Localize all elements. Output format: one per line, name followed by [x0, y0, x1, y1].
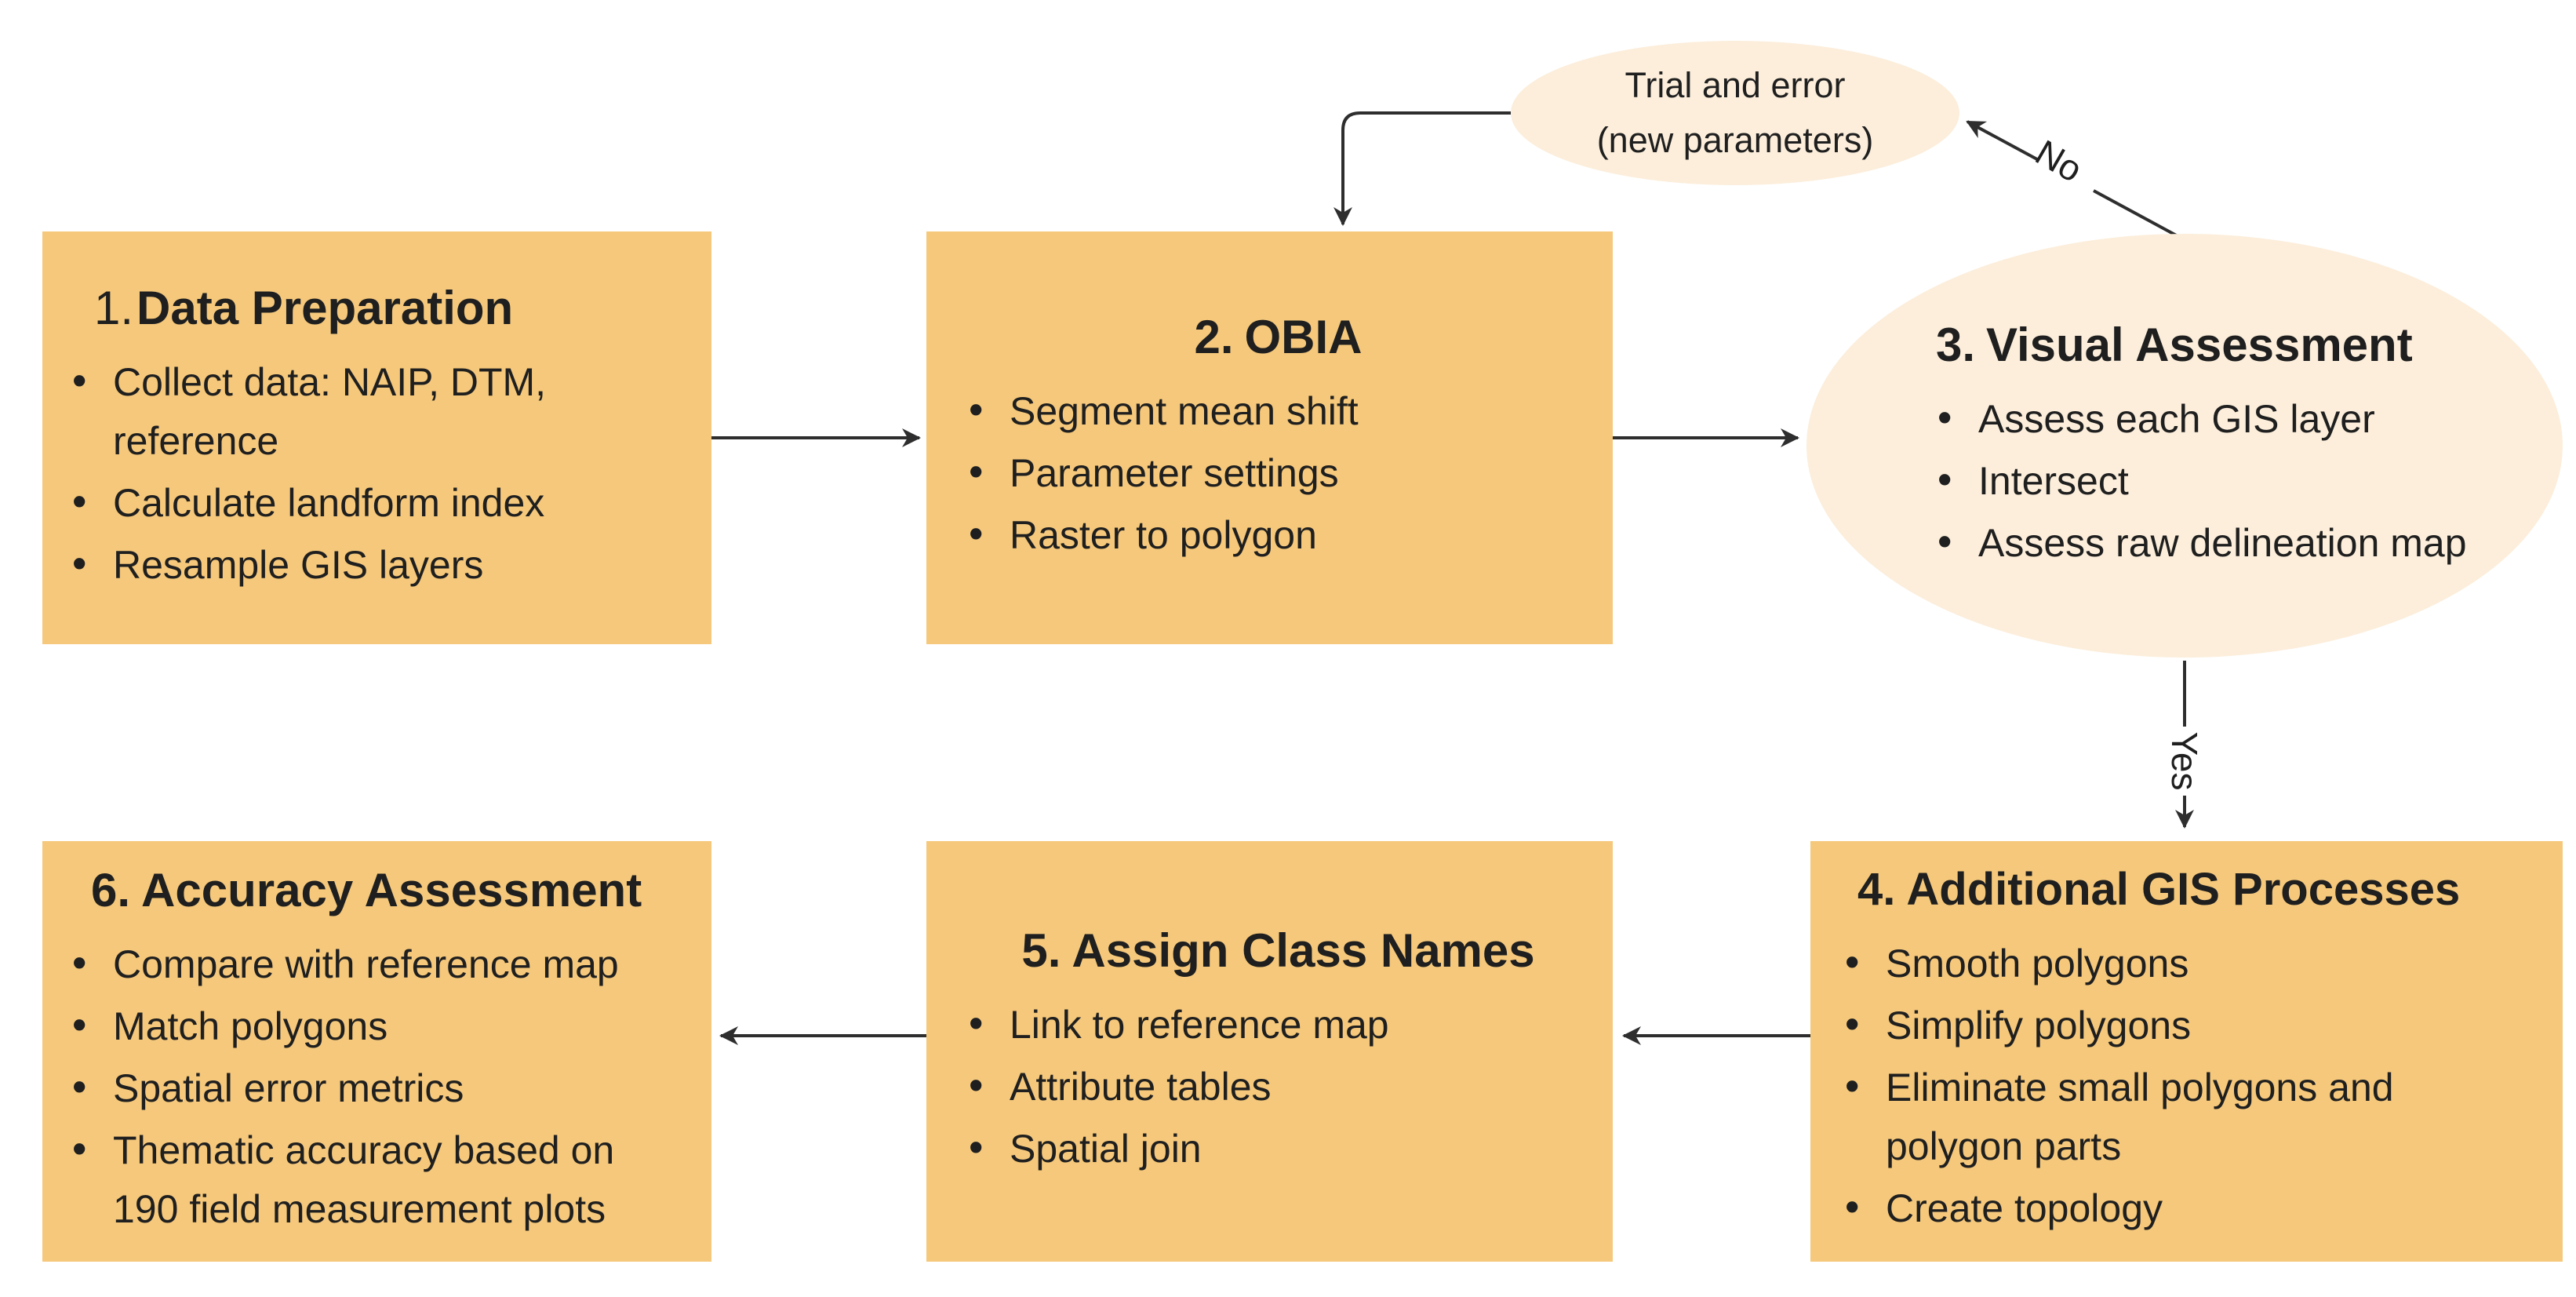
node-trial-and-error: Trial and error (new parameters) [1511, 41, 1959, 185]
bullet-list: Collect data: NAIP, DTM, referenceCalcul… [71, 350, 688, 598]
bullet-item: Thematic accuracy based on 190 field mea… [71, 1119, 696, 1239]
step-title-text: Visual Assessment [1986, 319, 2413, 371]
bullet-item: Intersect [1936, 450, 2523, 512]
step-number: 3. [1936, 319, 1976, 371]
arrow-no-segment-lower [2093, 189, 2181, 239]
bullet-item: Resample GIS layers [71, 534, 688, 596]
bullet-item: Collect data: NAIP, DTM, reference [71, 351, 688, 471]
step-title-text: Additional GIS Processes [1906, 864, 2461, 916]
step-number: 4. [1857, 864, 1896, 916]
step-title-text: Data Preparation [136, 281, 514, 334]
trial-line-1: Trial and error [1625, 65, 1846, 106]
bullet-item: Segment mean shift [967, 380, 1589, 442]
node-title: 2.OBIA [967, 308, 1589, 366]
step-number: 1. [94, 281, 134, 334]
bullet-item: Eliminate small polygons and polygon par… [1843, 1056, 2547, 1176]
node-visual-assessment: 3.Visual Assessment Assess each GIS laye… [1806, 234, 2563, 658]
step-number: 6. [91, 864, 131, 916]
bullet-list: Compare with reference mapMatch polygons… [71, 932, 696, 1242]
node-title: 6.Accuracy Assessment [91, 861, 696, 920]
node-additional-gis-processes: 4.Additional GIS Processes Smooth polygo… [1810, 841, 2563, 1262]
bullet-item: Raster to polygon [967, 504, 1589, 566]
bullet-list: Segment mean shiftParameter settingsRast… [967, 379, 1589, 568]
node-title: 5.Assign Class Names [967, 921, 1589, 980]
edge-label-yes: Yes [2164, 731, 2205, 791]
arrow-trial-to-step2 [1333, 111, 1511, 226]
node-title: 4.Additional GIS Processes [1857, 862, 2547, 919]
bullet-item: Spatial join [967, 1117, 1589, 1179]
trial-line-2: (new parameters) [1596, 120, 1874, 160]
step-title-text: Accuracy Assessment [141, 864, 642, 916]
node-obia: 2.OBIA Segment mean shiftParameter setti… [926, 231, 1613, 644]
bullet-item: Assess each GIS layer [1936, 388, 2523, 450]
bullet-item: Link to reference map [967, 993, 1589, 1055]
bullet-item: Create topology [1843, 1177, 2547, 1239]
bullet-item: Match polygons [71, 995, 696, 1057]
node-assign-class-names: 5.Assign Class Names Link to reference m… [926, 841, 1613, 1262]
node-data-preparation: 1.Data Preparation Collect data: NAIP, D… [42, 231, 711, 644]
bullet-item: Assess raw delineation map [1936, 512, 2523, 574]
bullet-list: Smooth polygonsSimplify polygonsEliminat… [1843, 931, 2547, 1241]
bullet-item: Compare with reference map [71, 933, 696, 995]
step-number: 5. [1021, 924, 1061, 977]
bullet-list: Link to reference mapAttribute tablesSpa… [967, 993, 1589, 1182]
arrow-no-segment-upper [1966, 120, 2038, 161]
node-title: 3.Visual Assessment [1936, 315, 2523, 374]
step-title-text: Assign Class Names [1072, 924, 1535, 977]
bullet-item: Calculate landform index [71, 472, 688, 534]
bullet-list: Assess each GIS layerIntersectAssess raw… [1936, 387, 2523, 576]
step-number: 2. [1194, 311, 1234, 363]
bullet-item: Smooth polygons [1843, 932, 2547, 994]
bullet-item: Parameter settings [967, 442, 1589, 504]
node-title: 1.Data Preparation [94, 279, 688, 337]
bullet-item: Spatial error metrics [71, 1057, 696, 1119]
step-title-text: OBIA [1244, 311, 1363, 363]
bullet-item: Attribute tables [967, 1055, 1589, 1117]
bullet-item: Simplify polygons [1843, 994, 2547, 1056]
node-accuracy-assessment: 6.Accuracy Assessment Compare with refer… [42, 841, 711, 1262]
